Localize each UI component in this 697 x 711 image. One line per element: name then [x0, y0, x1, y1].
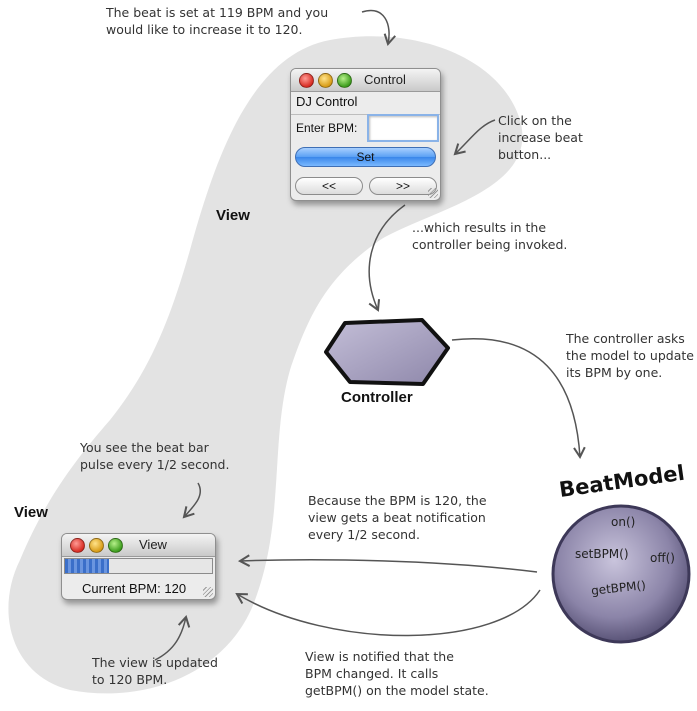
note-asks-line: the model to update	[566, 348, 694, 363]
note-notified-line: getBPM() on the model state.	[305, 683, 489, 698]
controller-hexagon	[324, 318, 450, 386]
note-asks-line: its BPM by one.	[566, 365, 663, 380]
note-because-line: Because the BPM is 120, the	[308, 493, 487, 508]
note-updated-line: The view is updated	[92, 655, 218, 670]
note-because-line: every 1/2 second.	[308, 527, 420, 542]
minimize-button-icon[interactable]	[318, 73, 333, 88]
arrow-updated	[154, 615, 191, 661]
arrow-beat-notification	[237, 554, 538, 573]
note-pulse: You see the beat bar pulse every 1/2 sec…	[80, 439, 229, 473]
note-pulse-line: You see the beat bar	[80, 440, 209, 455]
note-updated: The view is updated to 120 BPM.	[92, 654, 218, 688]
view-window: View Current BPM: 120	[61, 533, 216, 600]
close-button-icon[interactable]	[70, 538, 85, 553]
control-window-title: Control	[364, 72, 406, 87]
beat-bar-fill	[65, 559, 110, 573]
controller-label: Controller	[341, 389, 413, 406]
note-because-line: view gets a beat notification	[308, 510, 486, 525]
arrow-to-model	[451, 338, 586, 460]
divider	[291, 114, 440, 115]
control-window-titlebar[interactable]: Control	[291, 69, 440, 92]
note-updated-line: to 120 BPM.	[92, 672, 168, 687]
arrow-bpm-changed	[235, 589, 541, 637]
view-region-label-top: View	[216, 207, 250, 224]
view-region-label-bottom: View	[14, 504, 48, 521]
arrow-top-note	[361, 9, 396, 46]
close-button-icon[interactable]	[299, 73, 314, 88]
model-method-setbpm: setBPM()	[575, 547, 629, 561]
view-window-titlebar[interactable]: View	[62, 534, 215, 557]
resize-grip-icon[interactable]	[203, 587, 213, 597]
zoom-button-icon[interactable]	[337, 73, 352, 88]
note-top-line: The beat is set at 119 BPM and you	[106, 5, 329, 20]
note-click: Click on the increase beat button...	[498, 112, 583, 163]
resize-grip-icon[interactable]	[428, 188, 438, 198]
note-invoke-line: controller being invoked.	[412, 237, 568, 252]
arrow-pulse	[182, 482, 202, 519]
note-asks: The controller asks the model to update …	[566, 330, 694, 381]
dj-control-heading: DJ Control	[296, 94, 358, 109]
decrease-bpm-button[interactable]: <<	[295, 177, 363, 195]
beat-model-sphere	[551, 504, 691, 644]
set-button[interactable]: Set	[295, 147, 436, 167]
note-asks-line: The controller asks	[566, 331, 685, 346]
minimize-button-icon[interactable]	[89, 538, 104, 553]
note-click-line: button...	[498, 147, 552, 162]
bpm-input[interactable]	[367, 114, 439, 142]
note-top: The beat is set at 119 BPM and you would…	[106, 4, 328, 38]
note-pulse-line: pulse every 1/2 second.	[80, 457, 230, 472]
current-bpm-label: Current BPM: 120	[82, 581, 187, 596]
note-invoke: ...which results in the controller being…	[412, 219, 567, 253]
increase-bpm-button[interactable]: >>	[369, 177, 437, 195]
arrow-to-controller	[368, 204, 406, 312]
note-invoke-line: ...which results in the	[412, 220, 547, 235]
note-because: Because the BPM is 120, the view gets a …	[308, 492, 487, 543]
control-window: Control DJ Control Enter BPM: Set << >>	[290, 68, 441, 201]
note-click-line: Click on the	[498, 113, 572, 128]
model-method-off: off()	[650, 551, 675, 565]
note-notified-line: BPM changed. It calls	[305, 666, 439, 681]
arrow-click	[453, 119, 496, 156]
note-click-line: increase beat	[498, 130, 583, 145]
note-notified-line: View is notified that the	[305, 649, 454, 664]
beat-bar	[64, 558, 213, 574]
model-method-on: on()	[611, 515, 636, 529]
bpm-field-label: Enter BPM:	[296, 121, 358, 135]
view-window-title: View	[139, 537, 167, 552]
zoom-button-icon[interactable]	[108, 538, 123, 553]
note-top-line: would like to increase it to 120.	[106, 22, 303, 37]
note-notified: View is notified that the BPM changed. I…	[305, 648, 489, 699]
